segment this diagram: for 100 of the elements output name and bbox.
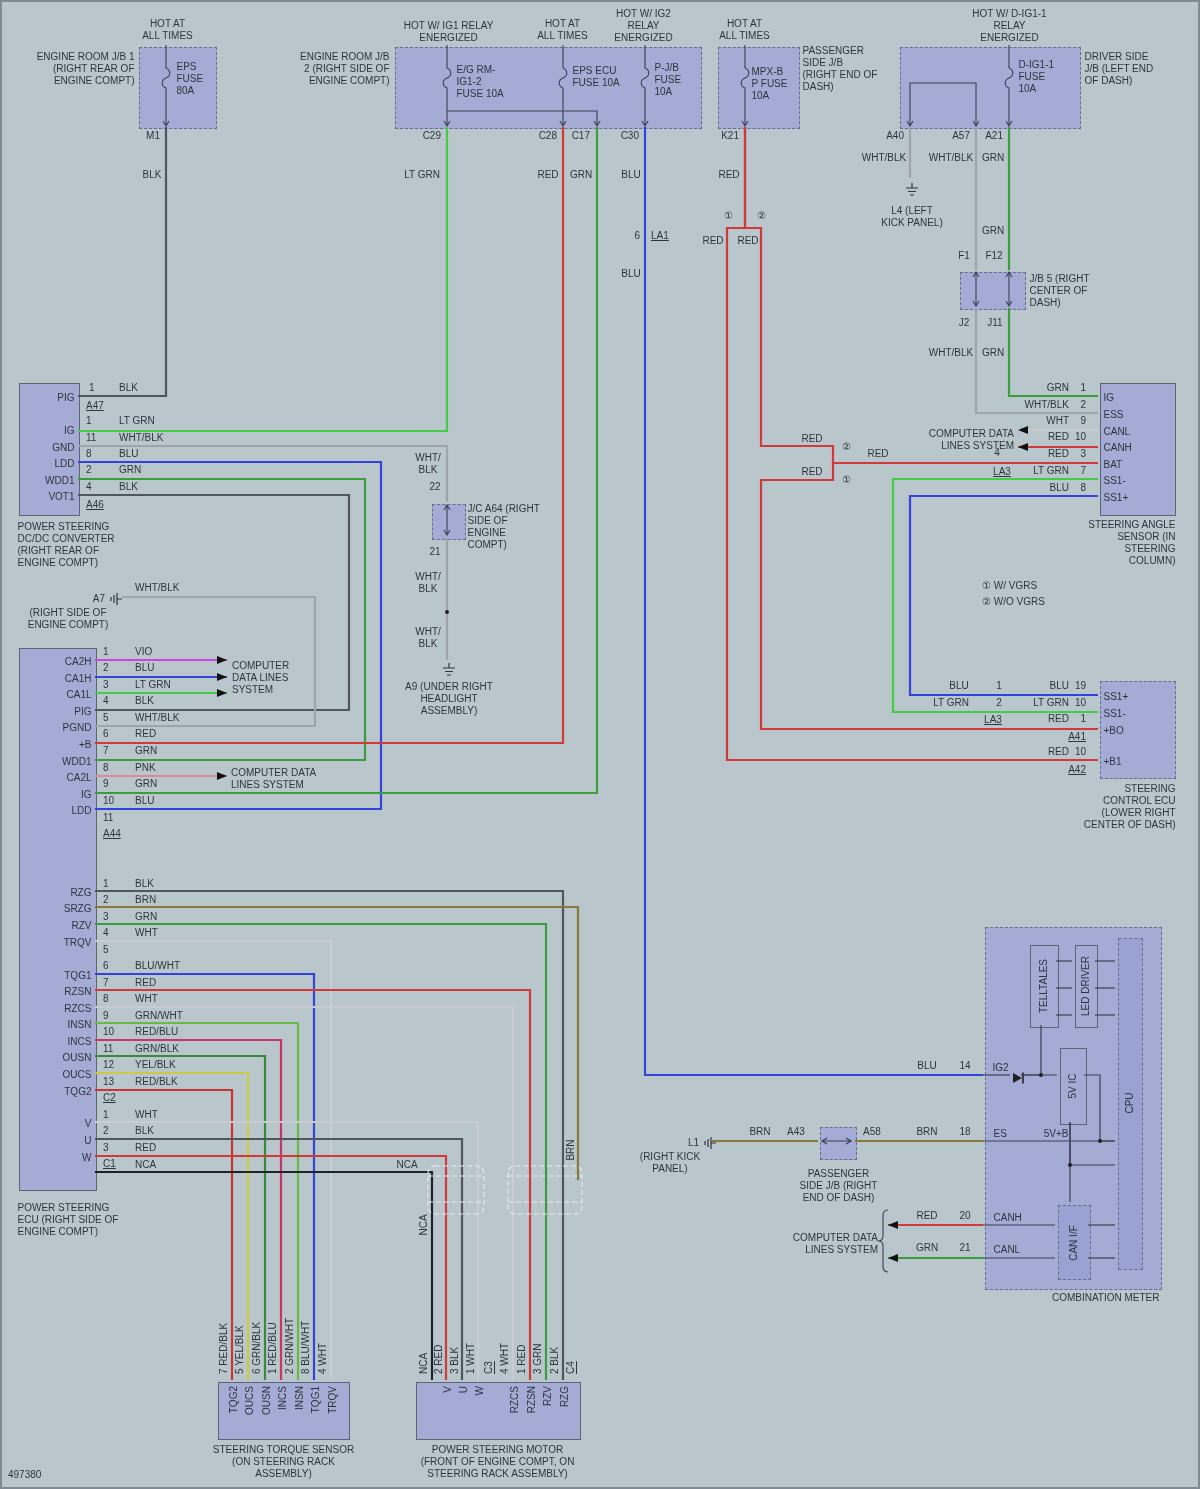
pin-label: TQG2 [64,1085,92,1098]
circuit-trace [1069,1121,1071,1203]
pin-label: OUSN [260,1385,273,1415]
system-reference: COMPUTER DATA LINES SYSTEM [232,660,291,696]
pin-label: U [84,1134,92,1147]
wire-color-label: 6 GRN/BLK [251,1321,263,1374]
pin-label: CA2H [64,655,92,668]
wire-color-label: RED [1047,713,1069,725]
wire-color-label: GRN [1046,382,1069,394]
wire-color-label: GRN [135,911,158,923]
wire-color-label: NCA [418,1214,430,1236]
wire-color-label: 3 BLK [449,1346,461,1374]
wire-color-label: LT GRN [1033,697,1069,709]
connector-label: F1 [958,250,970,262]
pin-number: 2 [103,1125,109,1137]
pin-label: IG [80,788,92,801]
pin-label: LDD [54,457,75,470]
component-caption: PASSENGER SIDE J/B (RIGHT END OF DASH) [802,44,878,93]
wire [95,905,580,1180]
component-caption: ENGINE ROOM J/B 2 (RIGHT SIDE OF ENGINE COMPT) [299,50,390,87]
pin-number: 4 [103,927,109,939]
pin-label: CA1H [64,672,92,685]
connector-label: LA3 [984,714,1002,726]
wire-color-label: VIO [135,646,153,658]
pin-label: INSN [67,1018,92,1031]
connector-label: K21 [721,130,739,142]
wire [95,673,227,681]
pin-number: 3 [103,911,109,923]
pin-label: RZCS [64,1002,92,1015]
wire-color-label: WHT [135,927,158,939]
wire-color-label: WHT/ BLK [414,571,442,595]
pin-label: 5V+B [1043,1127,1069,1140]
pin-number: 4 [994,447,1000,459]
wire-color-label: WHT/BLK [928,347,974,359]
component-caption: POWER STEERING MOTOR (FRONT OF ENGINE COMPT, ON STEERING RACK ASSEMBLY) [419,1443,576,1480]
pin-label: INCS [67,1035,92,1048]
option-note: ① W/ VGRS [982,580,1038,592]
fuse-label: EPS ECU FUSE 10A [572,64,621,89]
wire-color-label: RED [1047,448,1069,460]
pin-label: ESS [1103,408,1124,421]
pin-label: +BO [1103,724,1124,737]
wire-color-label: RED/BLU [135,1026,179,1038]
pin-label: SS1+ [1103,491,1129,504]
wire [78,444,449,502]
pin-label: TQG1 [309,1385,322,1413]
pin-label: RZCS [508,1385,521,1413]
wire-color-label: BRN [749,1126,771,1138]
pin-number: 21 [429,546,441,558]
block-label: CPU [1123,1091,1136,1114]
pin-label: OUSN [62,1051,92,1064]
option-marker: ① [841,474,851,486]
circuit-trace [1083,1074,1116,1142]
wire-color-label: WHT [1046,415,1069,427]
wire-color-label: NCA [396,1159,418,1171]
pin-number: 7 [1080,465,1086,477]
pin-number: 1 [996,680,1002,692]
wire-color-label: RED [537,169,559,181]
pin-label: OUCS [62,1068,92,1081]
ground-label: L4 (LEFT KICK PANEL) [880,205,944,229]
wire-color-label: RED [702,235,724,247]
pin-number: 10 [1074,746,1086,758]
pin-number: 8 [103,993,109,1005]
wire-color-label: 1 RED/BLU [267,1322,279,1374]
component-caption: J/C A64 (RIGHT SIDE OF ENGINE COMPT) [467,502,541,551]
circuit-block [1060,1048,1087,1125]
pin-label: IG [63,424,75,437]
pin-label: +B1 [1103,755,1122,768]
wire-color-label: LT GRN [404,169,440,181]
wire [1007,127,1011,270]
pin-number: 12 [103,1059,115,1071]
pin-label: RZSN [64,985,92,998]
component-caption: COMBINATION METER [1051,1291,1160,1304]
wire-color-label: BLK [135,878,154,890]
connector-label: C30 [620,130,639,142]
pin-number: 2 [103,662,109,674]
ground-label: A7 [92,593,105,605]
pin-number: 22 [429,481,441,493]
pin-label: WDD1 [45,474,75,487]
circuit-trace [1020,1024,1042,1076]
wire-color-label: WHT/ BLK [414,452,442,476]
pin-label: SS1- [1103,474,1126,487]
connector-label: A44 [103,828,121,840]
pin-label: U [457,1385,470,1393]
circuit-trace [1055,1014,1073,1016]
wire-color-label: GRN [981,347,1005,359]
pin-number: 1 [1080,382,1086,394]
pin-label: CA2L [66,771,92,784]
wire-color-label: LT GRN [119,415,155,427]
pin-number: 13 [103,1076,115,1088]
wire-color-label: RED [867,448,889,460]
pin-number: 7 [103,977,109,989]
wire-color-label: 2 RED [433,1344,445,1374]
pin-label: V [84,1117,92,1130]
wire [95,1088,234,1380]
wire-color-label: RED [801,466,823,478]
pin-number: 4 [86,481,92,493]
pin-label: PGND [62,721,92,734]
connector-label: C28 [538,130,557,142]
pin-number: 4 [103,695,109,707]
wire-color-label: RED [135,1142,157,1154]
